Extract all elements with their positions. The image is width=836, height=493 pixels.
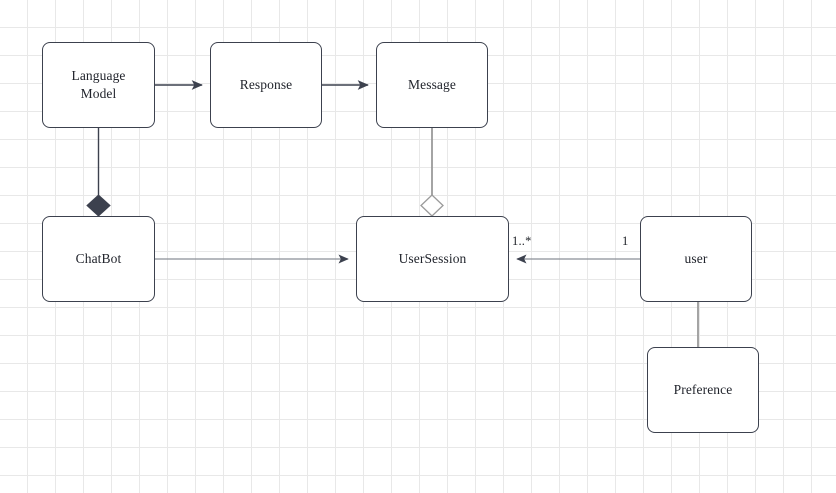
node-language-model-label-line2: Model — [80, 86, 117, 101]
node-response[interactable]: Response — [210, 42, 322, 128]
node-language-model-label-line1: Language — [71, 68, 126, 84]
node-usersession[interactable]: UserSession — [356, 216, 509, 302]
edge-language-model-to-chatbot — [86, 128, 111, 217]
node-message-label: Message — [408, 77, 456, 93]
node-chatbot-label: ChatBot — [75, 251, 122, 267]
node-message[interactable]: Message — [376, 42, 488, 128]
node-response-label: Response — [239, 77, 293, 93]
node-usersession-label: UserSession — [398, 251, 467, 267]
node-user[interactable]: user — [640, 216, 752, 302]
node-preference[interactable]: Preference — [647, 347, 759, 433]
edge-message-to-usersession — [420, 128, 444, 217]
node-preference-label: Preference — [673, 382, 733, 398]
multiplicity-label-usersession: 1..* — [512, 234, 532, 248]
node-chatbot[interactable]: ChatBot — [42, 216, 155, 302]
multiplicity-label-user: 1 — [622, 234, 629, 248]
node-language-model[interactable]: Language Model — [42, 42, 155, 128]
node-user-label: user — [684, 251, 708, 267]
